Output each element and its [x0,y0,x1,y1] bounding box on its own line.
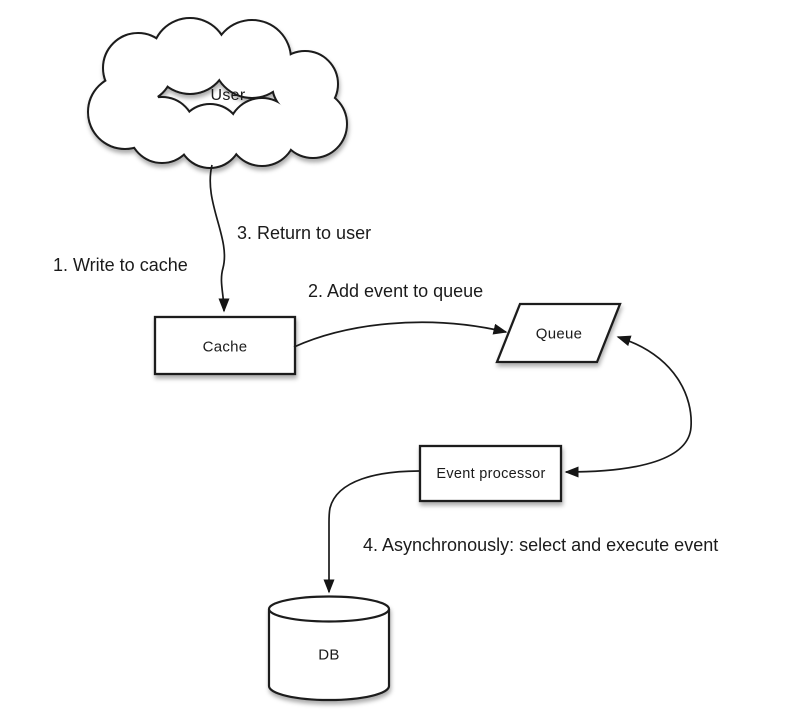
user-node-label: User [210,87,246,104]
step-3-label: 3. Return to user [237,223,372,243]
db-node-label: DB [318,646,340,664]
arrow-event-processor-to-db [323,470,420,594]
event-processor-box [418,444,563,503]
step-1-label: 1. Write to cache [53,255,188,275]
cache-box [153,315,297,376]
arrow-cache-to-queue [293,321,508,348]
db-cylinder [267,595,391,702]
user-cloud-shape [87,17,348,169]
queue-node-label: Queue [535,325,583,343]
arrow-queue-event-processor [564,335,692,478]
arrow-user-to-cache [209,164,230,313]
cache-node-label: Cache [202,338,248,356]
step-2-label: 2. Add event to queue [308,281,484,301]
step-4-label: 4. Asynchronously: select and execute ev… [363,535,719,555]
event-processor-node-label: Event processor [436,466,546,482]
